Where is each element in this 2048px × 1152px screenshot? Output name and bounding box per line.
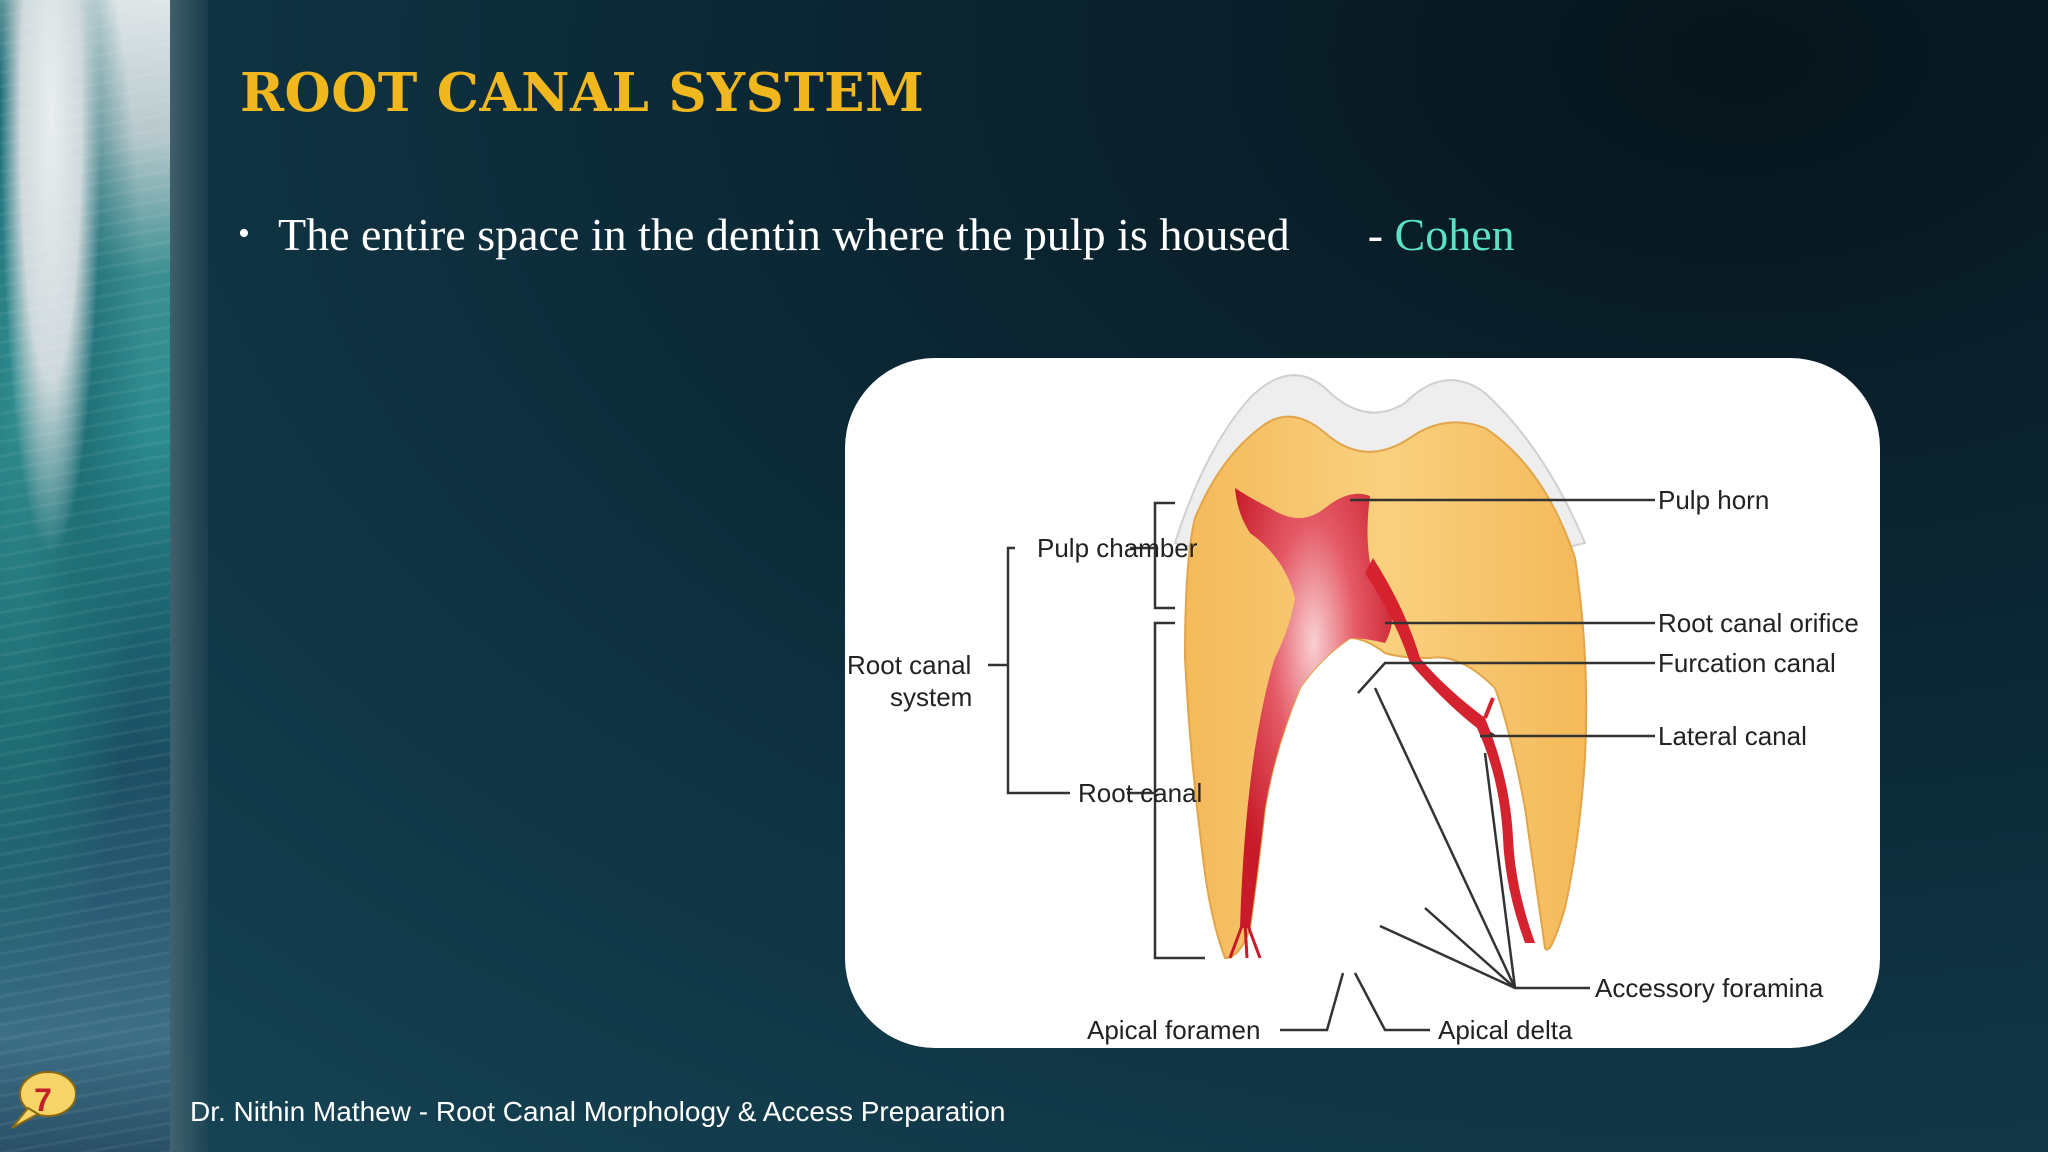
pulp-chamber-bracket — [1153, 501, 1175, 610]
lateral-leader — [1480, 731, 1500, 738]
label-root-canal-system-1: Root canal — [847, 650, 971, 680]
speech-bubble-icon — [11, 1071, 76, 1129]
pulp-chamber — [1235, 488, 1393, 928]
root-canal-bracket — [1153, 621, 1205, 960]
bullet-text: The entire space in the dentin where the… — [278, 209, 1290, 260]
system-bracket — [1006, 546, 1070, 795]
accessory-leaders — [1373, 687, 1590, 990]
apical-foramen-leader — [1280, 972, 1345, 1032]
apical-delta-branches — [1228, 922, 1262, 959]
footer-text: Dr. Nithin Mathew - Root Canal Morpholog… — [190, 1096, 1006, 1127]
label-accessory-foramina: Accessory foramina — [1595, 973, 1824, 1003]
label-pulp-horn: Pulp horn — [1658, 485, 1769, 515]
distal-root-canal — [1365, 558, 1535, 943]
slide-title: ROOT CANAL SYSTEM — [240, 62, 925, 124]
right-label-stubs — [1500, 498, 1655, 738]
sidebar-divider — [170, 0, 208, 1152]
furcation-leader — [1357, 661, 1500, 694]
label-pulp-chamber: Pulp chamber — [1037, 533, 1198, 563]
label-furcation-canal: Furcation canal — [1658, 648, 1836, 678]
citation-dash: - — [1367, 209, 1384, 260]
citation-author: Cohen — [1394, 209, 1515, 260]
label-root-canal: Root canal — [1078, 778, 1202, 808]
label-apical-foramen: Apical foramen — [1087, 1015, 1260, 1045]
page-number-badge: 7 — [10, 1070, 76, 1130]
label-root-canal-orifice: Root canal orifice — [1658, 608, 1859, 638]
label-apical-delta: Apical delta — [1438, 1015, 1573, 1045]
apical-delta-leader — [1353, 972, 1430, 1032]
definition-bullet: • The entire space in the dentin where th… — [238, 208, 1515, 261]
label-lateral-canal: Lateral canal — [1658, 721, 1807, 751]
page-number: 7 — [34, 1082, 52, 1118]
ocean-wave-image — [0, 0, 170, 1152]
bullet-marker: • — [238, 215, 250, 252]
tooth-diagram-card: Pulp chamber Root canal system Root cana… — [845, 358, 1880, 1048]
lateral-canal-line — [1483, 697, 1495, 719]
label-root-canal-system-2: system — [890, 682, 972, 712]
tooth-diagram: Pulp chamber Root canal system Root cana… — [847, 374, 1859, 1045]
